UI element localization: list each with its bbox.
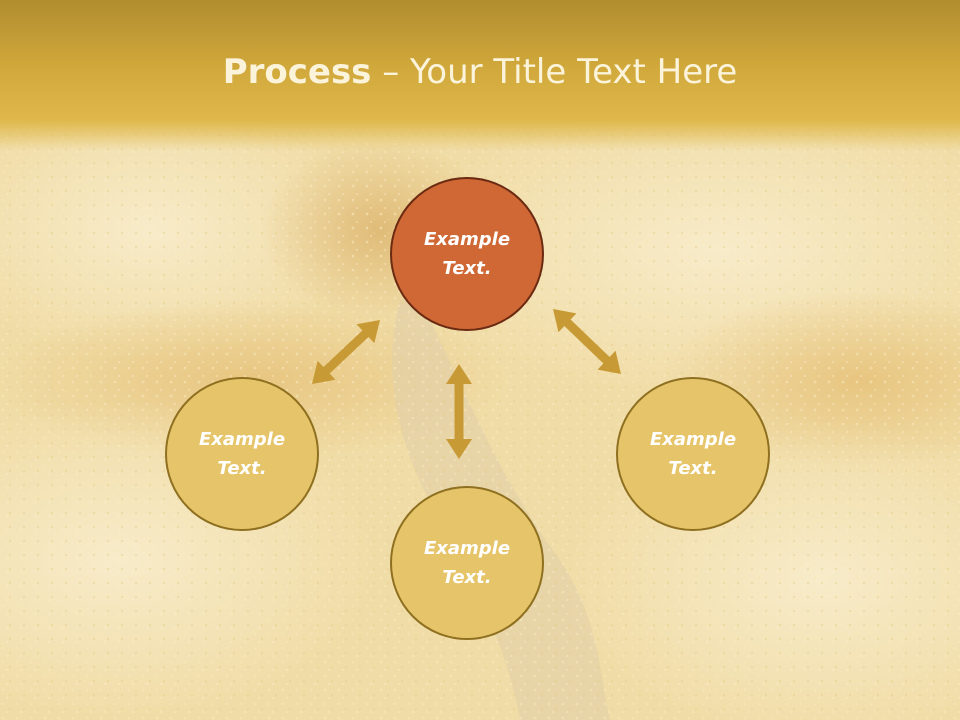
process-node-label: Example Text. xyxy=(649,429,737,479)
process-node-right: Example Text. xyxy=(616,377,770,531)
process-node-label: Example Text. xyxy=(198,429,286,479)
process-node-bottom: Example Text. xyxy=(390,486,544,640)
process-node-label: Example Text. xyxy=(423,538,511,588)
title-bold: Process xyxy=(222,52,372,92)
process-node-left: Example Text. xyxy=(165,377,319,531)
slide-title: Process – Your Title Text Here xyxy=(0,52,960,92)
title-rest: – Your Title Text Here xyxy=(371,52,738,92)
process-node-label: Example Text. xyxy=(423,229,511,279)
title-bar xyxy=(0,0,960,150)
process-node-top: Example Text. xyxy=(390,177,544,331)
